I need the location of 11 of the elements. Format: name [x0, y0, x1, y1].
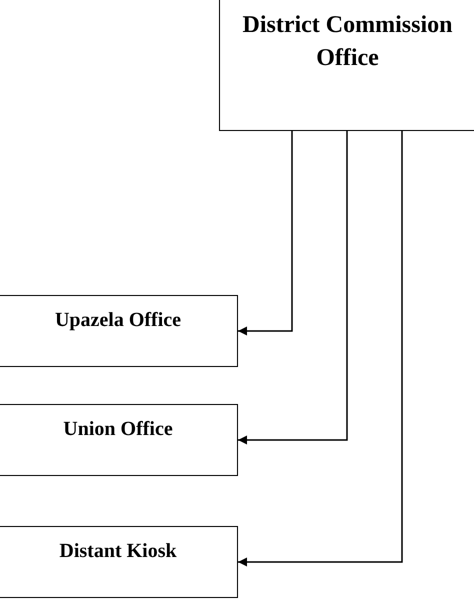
office-label: Distant Kiosk — [58, 539, 178, 563]
office-label: District Commission Office — [242, 11, 454, 74]
arrow — [238, 131, 348, 444]
office-box — [0, 526, 238, 598]
office-box — [0, 404, 238, 476]
office-label: Union Office — [62, 417, 174, 441]
office-box — [219, 0, 474, 131]
arrow — [238, 131, 293, 336]
office-label: Upazela Office — [54, 308, 182, 332]
arrow — [238, 131, 403, 566]
office-box — [0, 295, 238, 367]
